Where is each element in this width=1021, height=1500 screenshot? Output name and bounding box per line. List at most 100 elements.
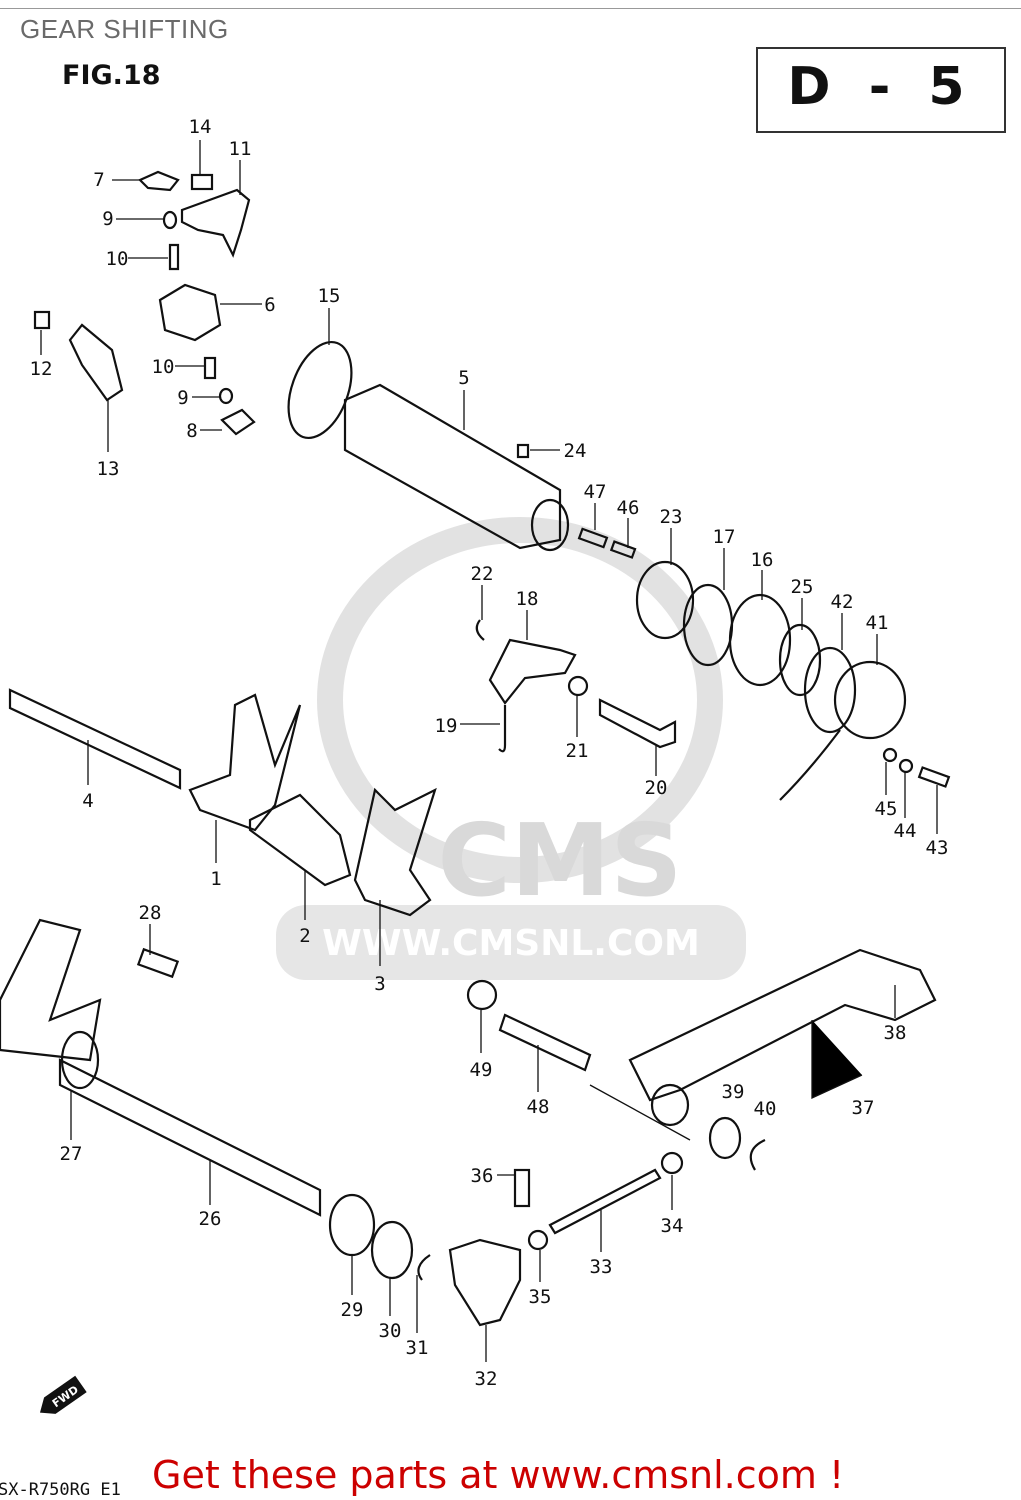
callout-label: 2 (299, 925, 310, 947)
callout-label: 27 (60, 1143, 83, 1165)
part-40 (749, 1138, 766, 1171)
part-32 (448, 1238, 522, 1327)
part-48 (498, 1013, 592, 1072)
callout-label: 48 (527, 1096, 550, 1118)
part-27-arm (0, 918, 102, 1062)
part-20 (598, 698, 677, 749)
part-9b (218, 387, 234, 405)
part-37-boss (650, 1083, 690, 1127)
part-1 (188, 693, 302, 832)
callout-label: 15 (318, 285, 341, 307)
part-5-end (530, 498, 570, 552)
callout-label: 37 (852, 1097, 875, 1119)
callout-label: 19 (435, 715, 458, 737)
part-34 (660, 1151, 684, 1175)
part-41 (833, 660, 907, 740)
callout-label: 39 (722, 1081, 745, 1103)
callout-label: 1 (210, 868, 221, 890)
callout-label: 13 (97, 458, 120, 480)
part-30 (370, 1220, 414, 1280)
callout-label: 10 (152, 356, 175, 378)
callout-label: 31 (406, 1337, 429, 1359)
callout-label: 41 (866, 612, 889, 634)
part-36 (513, 1168, 531, 1208)
callout-label: 35 (529, 1286, 552, 1308)
callout-label: 46 (617, 497, 640, 519)
sheet-code-box: D - 5 (756, 47, 1006, 133)
callout-label: 40 (754, 1098, 777, 1120)
part-31 (417, 1254, 431, 1281)
callout-label: 34 (661, 1215, 684, 1237)
callout-leaders (40, 140, 938, 1362)
part-12 (33, 310, 51, 330)
callout-label: 43 (926, 837, 949, 859)
callout-label: 30 (379, 1320, 402, 1342)
callout-label: 42 (831, 591, 854, 613)
fwd-arrow-icon (39, 1375, 87, 1414)
callout-label: 8 (186, 420, 197, 442)
callout-label: 3 (374, 973, 385, 995)
part-49 (466, 979, 498, 1011)
figure-number: FIG.18 (62, 60, 161, 91)
callout-label: 22 (471, 563, 494, 585)
part-13 (68, 323, 124, 402)
part-46 (609, 540, 637, 559)
part-10b (203, 356, 217, 380)
callout-label: 26 (199, 1208, 222, 1230)
part-26 (58, 1058, 322, 1217)
page-title: GEAR SHIFTING (20, 14, 229, 44)
part-22 (475, 619, 485, 641)
part-27 (60, 1030, 100, 1090)
part-37-bracket (589, 1020, 863, 1141)
part-24 (516, 443, 530, 459)
part-42 (803, 646, 857, 734)
part-2 (248, 793, 352, 887)
part-38-pedal (628, 948, 937, 1102)
callout-label: 9 (177, 387, 188, 409)
part-15 (287, 340, 353, 440)
callout-label: 24 (564, 440, 587, 462)
watermark-logo-text: CMS (438, 802, 683, 919)
watermark-logo-ring (317, 517, 723, 883)
part-39 (708, 1116, 742, 1160)
callout-label: 5 (458, 367, 469, 389)
part-29 (328, 1193, 376, 1257)
callout-label: 23 (660, 506, 683, 528)
part-16 (728, 593, 792, 687)
callout-label: 21 (566, 740, 589, 762)
part-21 (567, 675, 589, 697)
watermark: CMS WWW.CMSNL.COM (276, 517, 746, 980)
part-25 (778, 623, 822, 697)
callout-label: 36 (471, 1165, 494, 1187)
cta-link[interactable]: Get these parts at www.cmsnl.com ! (152, 1453, 845, 1497)
part-9 (162, 210, 178, 230)
leader-lines (40, 140, 938, 1362)
callout-label: 32 (475, 1368, 498, 1390)
part-6 (158, 283, 222, 342)
callout-label: 28 (139, 902, 162, 924)
sheet-code: D - 5 (787, 57, 975, 117)
watermark-url-band (276, 905, 746, 980)
callout-label: 47 (584, 481, 607, 503)
callout-label: 29 (341, 1299, 364, 1321)
part-19 (498, 705, 507, 753)
part-43 (917, 766, 951, 788)
callout-label: 18 (516, 588, 539, 610)
callout-label: 20 (645, 777, 668, 799)
callout-label: 14 (189, 116, 212, 138)
callout-label: 7 (93, 169, 104, 191)
callout-label: 33 (590, 1256, 613, 1278)
callout-label: 9 (102, 208, 113, 230)
part-7 (138, 170, 180, 192)
watermark-url: WWW.CMSNL.COM (322, 923, 700, 964)
callout-label: 38 (884, 1022, 907, 1044)
part-18 (488, 638, 577, 705)
callout-label: 17 (713, 526, 736, 548)
top-divider (0, 8, 1021, 9)
part-8 (220, 408, 256, 436)
callout-label: 44 (894, 820, 917, 842)
parts (0, 170, 951, 1327)
part-10 (168, 243, 180, 271)
